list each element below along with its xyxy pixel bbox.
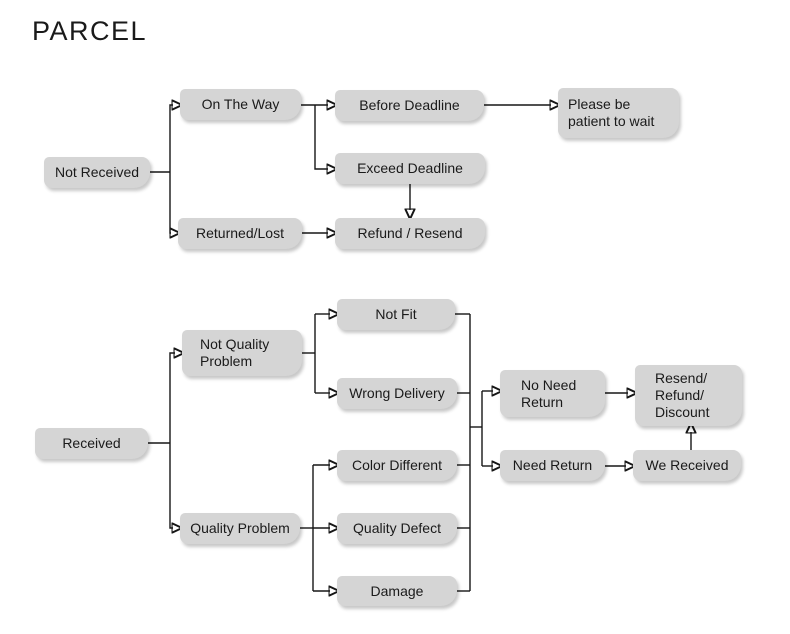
node-not-received: Not Received bbox=[44, 157, 150, 188]
node-not-fit: Not Fit bbox=[337, 299, 455, 330]
node-quality-defect: Quality Defect bbox=[337, 513, 457, 544]
node-returned-lost: Returned/Lost bbox=[178, 218, 302, 249]
node-on-the-way: On The Way bbox=[180, 89, 301, 120]
node-no-need-return: No Need Return bbox=[500, 370, 605, 417]
node-exceed-deadline: Exceed Deadline bbox=[335, 153, 485, 184]
node-wrong-delivery: Wrong Delivery bbox=[337, 378, 457, 409]
node-damage: Damage bbox=[337, 576, 457, 606]
page-title: PARCEL bbox=[32, 16, 148, 46]
node-color-different: Color Different bbox=[337, 450, 457, 481]
node-resend-refund-discount: Resend/ Refund/ Discount bbox=[635, 365, 742, 426]
node-refund-resend: Refund / Resend bbox=[335, 218, 485, 249]
edge-notreceived-returnedlost bbox=[169, 172, 171, 233]
node-not-quality-problem: Not Quality Problem bbox=[182, 330, 302, 376]
edge-notreceived-ontheway bbox=[169, 105, 173, 172]
node-before-deadline: Before Deadline bbox=[335, 90, 484, 121]
edge-received-notqualityproblem bbox=[169, 353, 175, 443]
edge-received-qualityproblem bbox=[169, 443, 173, 528]
node-quality-problem: Quality Problem bbox=[180, 513, 300, 544]
node-please-be-patient: Please be patient to wait bbox=[558, 88, 679, 138]
node-received: Received bbox=[35, 428, 148, 459]
edge-ontheway-exceeddeadline bbox=[314, 105, 328, 169]
node-we-received: We Received bbox=[633, 450, 741, 481]
node-need-return: Need Return bbox=[500, 450, 605, 481]
